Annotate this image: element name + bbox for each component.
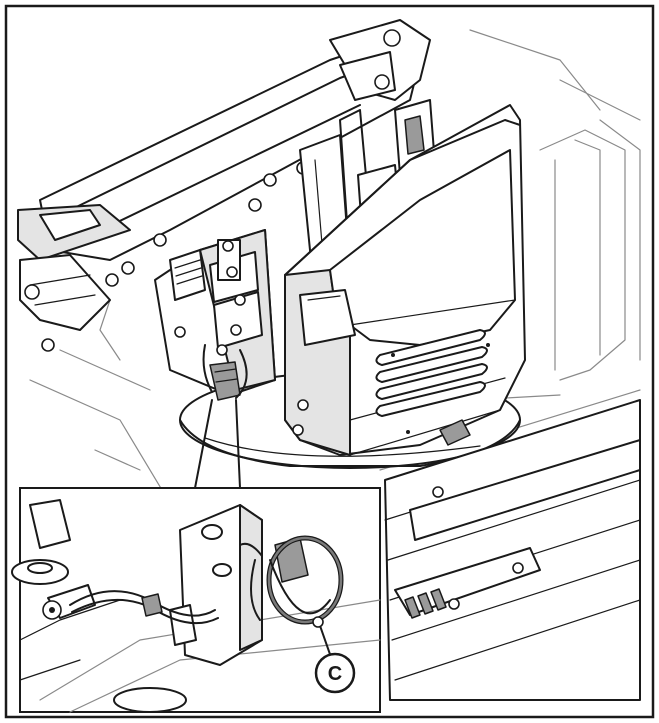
zoom-leader-line xyxy=(235,399,241,489)
zoom-leader-line xyxy=(194,399,213,489)
valve-block xyxy=(154,229,276,396)
callout-circle xyxy=(314,652,356,694)
cover-vent-slots xyxy=(375,329,488,417)
callout-label: C xyxy=(328,663,342,685)
side-panel xyxy=(384,399,641,701)
tether-connector xyxy=(202,344,248,401)
boom-arm xyxy=(17,19,431,352)
lock-ring xyxy=(266,535,344,625)
inset-detail: C xyxy=(11,487,381,713)
engine-cover xyxy=(284,104,526,456)
